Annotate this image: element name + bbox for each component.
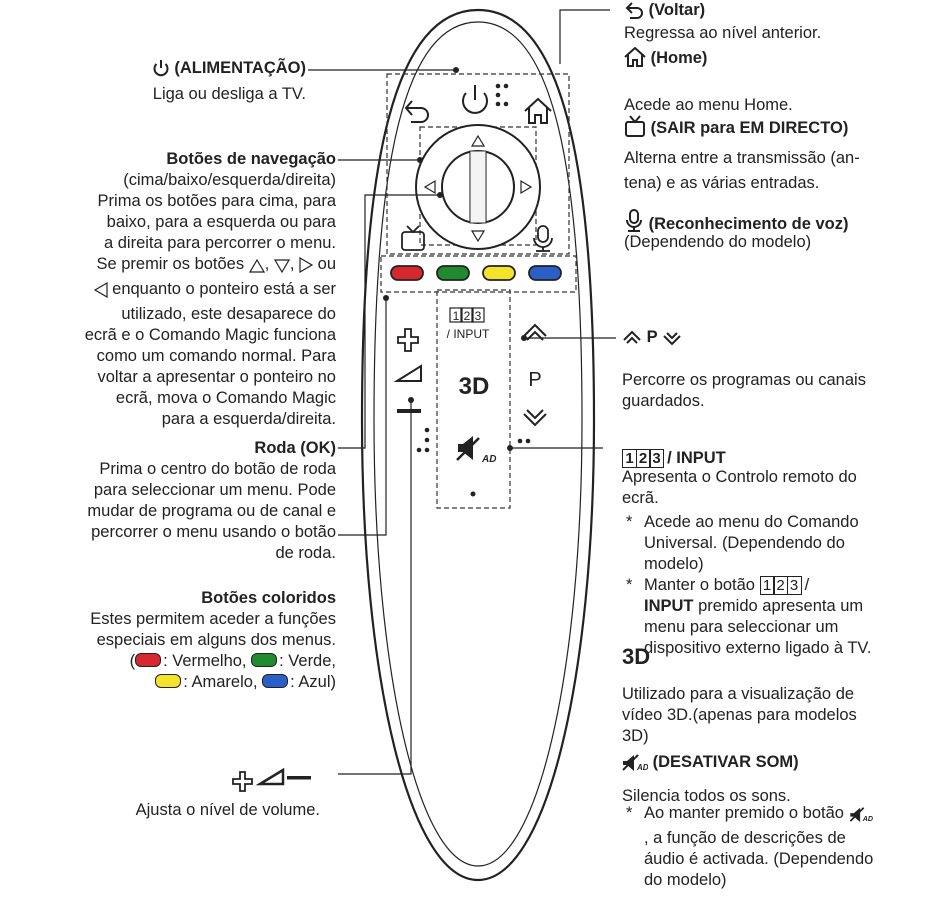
power-title: (ALIMENTAÇÃO) — [174, 59, 306, 77]
back-button-icon — [404, 100, 429, 123]
green-button — [436, 265, 470, 281]
color-buttons-dashed-box — [380, 255, 577, 293]
home-title-row: (Home) — [624, 46, 708, 73]
back-title-row: (Voltar) — [624, 0, 705, 25]
input-note-2: Manter o botão 123 / INPUT premido apres… — [622, 575, 932, 659]
svg-text:AD: AD — [636, 763, 648, 771]
mute-note: Ao manter premido o botão AD , a função … — [622, 803, 932, 891]
svg-text:AD: AD — [481, 454, 496, 465]
svg-text:3: 3 — [475, 309, 482, 323]
mute-title: (DESATIVAR SOM) — [652, 753, 799, 771]
red-pill-icon — [135, 653, 162, 667]
leader-lines — [308, 9, 616, 775]
power-title-row: (ALIMENTAÇÃO) — [152, 58, 306, 83]
down-triangle-icon — [273, 258, 290, 279]
nav-right-arrow — [520, 179, 533, 195]
input-desc: Apresenta o Controlo remoto do ecrã. — [622, 468, 857, 507]
voice-desc: (Dependendo do modelo) — [624, 233, 812, 251]
center-column-dashed-box — [436, 289, 511, 509]
right-triangle-icon — [299, 256, 314, 279]
power-desc: Liga ou desliga a TV. — [152, 85, 306, 103]
live-desc: Alterna entre a transmissão (an- tena) e… — [624, 149, 860, 192]
input-key — [449, 307, 485, 323]
back-icon — [624, 1, 644, 25]
prog-desc: Percorre os programas ou canais guardado… — [622, 371, 866, 410]
yellow-pill-icon — [155, 674, 182, 688]
home-title: (Home) — [650, 49, 708, 67]
top-buttons-dashed-box — [386, 73, 570, 255]
threed-desc: Utilizado para a visualização de vídeo 3… — [622, 685, 857, 745]
mute-icon: AD — [622, 753, 649, 777]
red-button — [390, 265, 424, 281]
wheel-desc: Prima o centro do botão de roda para sel… — [87, 460, 336, 562]
3d-icon: 3D — [622, 644, 651, 669]
volume-desc: Ajusta o nível de volume. — [135, 801, 320, 819]
mute-title-row: AD (DESATIVAR SOM) — [622, 752, 799, 777]
volume-wedge-icon — [393, 364, 422, 382]
left-triangle-icon — [93, 281, 108, 304]
voice-icon — [624, 209, 644, 239]
blue-button — [528, 265, 562, 281]
colors-title: Botões coloridos — [201, 589, 336, 607]
program-up-icon — [523, 323, 547, 341]
input-key-digits: 1 — [453, 309, 460, 323]
voice-title-row: (Reconhecimento de voz) — [624, 209, 848, 239]
mute-inline-icon: AD — [849, 806, 873, 828]
nav-down-arrow — [470, 230, 486, 243]
power-button-icon — [462, 85, 488, 114]
3d-key-label: 3D — [459, 373, 490, 400]
yellow-button — [482, 265, 516, 281]
live-tv-button-icon — [401, 225, 425, 251]
prog-down-icon — [662, 330, 682, 352]
mute-key-icon: AD — [456, 436, 496, 465]
live-tv-icon — [624, 115, 646, 143]
svg-text:2: 2 — [464, 309, 471, 323]
prog-up-icon — [622, 330, 642, 352]
home-icon — [624, 46, 646, 73]
prog-title-row: P — [622, 327, 682, 352]
threed-title: 3D — [622, 644, 651, 669]
up-triangle-icon — [248, 258, 265, 279]
program-down-icon — [523, 409, 547, 427]
home-button-icon — [524, 97, 552, 124]
volume-down-icon — [397, 409, 421, 413]
back-title: (Voltar) — [648, 1, 706, 19]
nav-desc: (cima/baixo/esquerda/direita) Prima os b… — [84, 171, 336, 428]
live-title-row: (SAIR para EM DIRECTO) — [624, 115, 848, 143]
prog-p: P — [646, 328, 658, 346]
back-desc: Regressa ao nível anterior. — [624, 24, 822, 42]
nav-left-arrow — [423, 179, 436, 195]
volume-up-icon — [397, 328, 419, 352]
nav-up-arrow — [470, 134, 486, 147]
live-title: (SAIR para EM DIRECTO) — [650, 119, 849, 137]
mute-desc: Silencia todos os sons. — [622, 787, 791, 805]
svg-text:AD: AD — [861, 815, 872, 822]
green-pill-icon — [251, 653, 278, 667]
nav-title: Botões de navegação — [166, 150, 336, 168]
colors-desc: Estes permitem aceder a funções especiai… — [90, 610, 336, 691]
input-title: / INPUT — [667, 449, 726, 467]
mute-notes: Ao manter premido o botão AD , a função … — [622, 803, 932, 891]
volume-legend-icons — [232, 767, 311, 792]
blue-pill-icon — [262, 674, 289, 688]
home-desc: Acede ao menu Home. — [624, 96, 793, 114]
voice-button-icon — [533, 225, 553, 252]
wheel-title: Roda (OK) — [254, 439, 336, 457]
input-key-label: / INPUT — [447, 327, 490, 341]
voice-title: (Reconhecimento de voz) — [648, 215, 849, 233]
program-p-label: P — [528, 369, 541, 391]
power-icon — [152, 59, 170, 83]
